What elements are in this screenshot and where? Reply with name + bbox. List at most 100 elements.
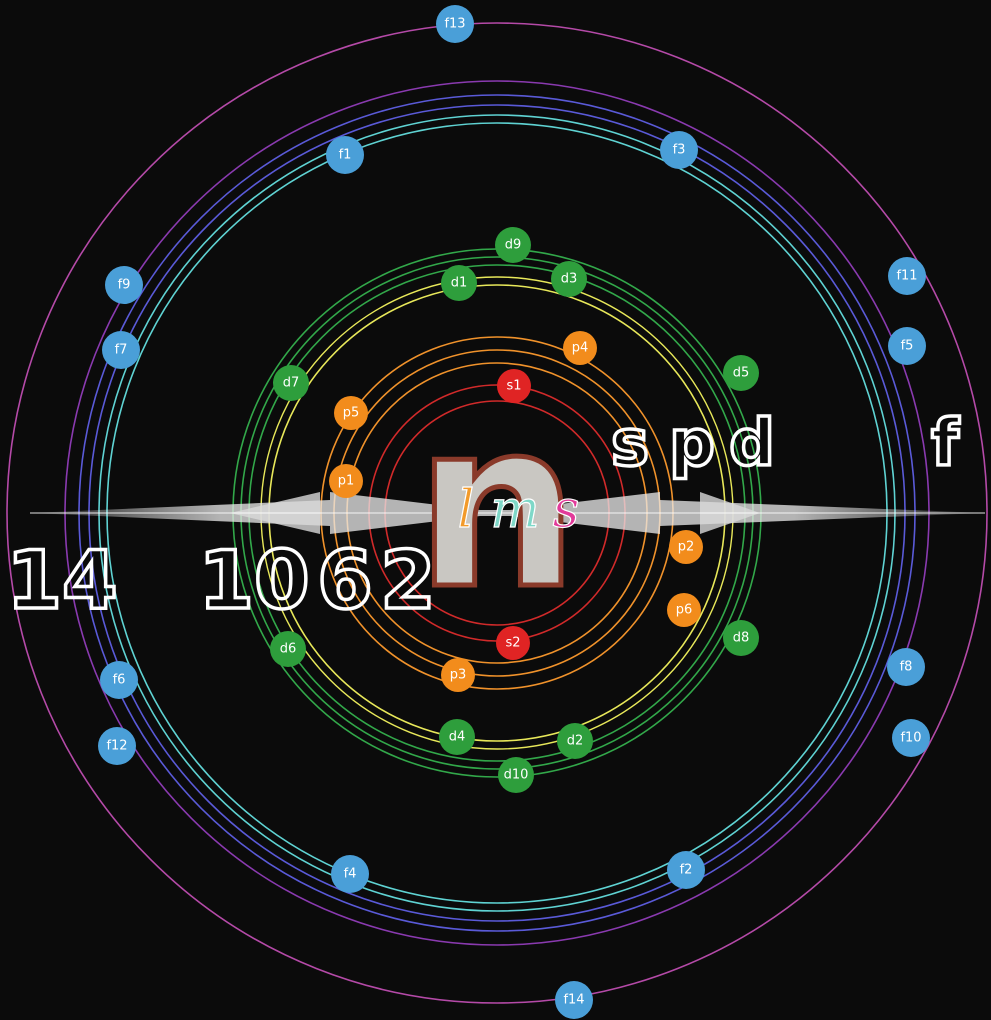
electron-label: f12 (106, 739, 127, 754)
electron-label: f9 (118, 278, 131, 293)
electron-dot (270, 631, 306, 667)
electron-f6: f6 (100, 661, 138, 699)
electron-label: f4 (344, 867, 357, 882)
electron-d3: d3 (551, 261, 587, 297)
electron-label: d9 (505, 238, 522, 253)
electron-label: d8 (733, 631, 750, 646)
electron-label: f5 (901, 339, 914, 354)
electron-dot (441, 658, 475, 692)
electron-label: f3 (673, 143, 686, 158)
electron-dot (334, 396, 368, 430)
electron-dot (887, 648, 925, 686)
electron-label: d4 (449, 730, 466, 745)
electron-dot (273, 365, 309, 401)
electron-p6: p6 (667, 593, 701, 627)
subshell-label-f: f (931, 407, 960, 481)
electron-label: p2 (678, 540, 695, 555)
electron-d8: d8 (723, 620, 759, 656)
electron-s1: s1 (497, 369, 531, 403)
electron-dot (498, 757, 534, 793)
electron-dot (669, 530, 703, 564)
electron-label: p6 (676, 603, 693, 618)
electron-dot (563, 331, 597, 365)
electron-dot (326, 136, 364, 174)
electron-dot (723, 355, 759, 391)
electron-f12: f12 (98, 727, 136, 765)
subshell-label-d: d (729, 407, 775, 481)
subshell-label-p: p (669, 407, 715, 481)
electron-label: f8 (900, 660, 913, 675)
electron-label: d5 (733, 366, 750, 381)
electron-p3: p3 (441, 658, 475, 692)
electron-label: p3 (450, 668, 467, 683)
electron-d10: d10 (498, 757, 534, 793)
electron-f8: f8 (887, 648, 925, 686)
capacity-label-d: 10 (198, 534, 309, 627)
electron-d6: d6 (270, 631, 306, 667)
electron-f9: f9 (105, 266, 143, 304)
electron-dot (331, 855, 369, 893)
electron-f4: f4 (331, 855, 369, 893)
electron-dot (98, 727, 136, 765)
electron-dot (102, 331, 140, 369)
f-orbit-magenta (6, 22, 988, 1004)
electron-dot (888, 257, 926, 295)
electron-d5: d5 (723, 355, 759, 391)
electron-p4: p4 (563, 331, 597, 365)
electron-dot (667, 851, 705, 889)
subshell-label-s: s (611, 407, 649, 481)
center-beam (30, 492, 985, 534)
electron-f14: f14 (555, 981, 593, 1019)
electron-dot (436, 5, 474, 43)
electron-f2: f2 (667, 851, 705, 889)
electron-dot (439, 719, 475, 755)
electron-label: f11 (896, 269, 917, 284)
electron-p2: p2 (669, 530, 703, 564)
electron-dot (441, 265, 477, 301)
electron-label: d1 (451, 276, 468, 291)
electron-f10: f10 (892, 719, 930, 757)
electron-label: p5 (343, 406, 360, 421)
electron-label: f14 (563, 993, 584, 1008)
electron-s2: s2 (496, 626, 530, 660)
quantum-m: m (490, 480, 539, 540)
quantum-s: s (553, 480, 580, 540)
electron-label: p4 (572, 341, 589, 356)
electron-label: f13 (444, 17, 465, 32)
electron-label: s1 (506, 379, 521, 394)
electron-dot (496, 626, 530, 660)
electron-dot (551, 261, 587, 297)
electron-label: f6 (113, 673, 126, 688)
electron-dot (667, 593, 701, 627)
electron-f5: f5 (888, 327, 926, 365)
electron-f11: f11 (888, 257, 926, 295)
electron-dot (723, 620, 759, 656)
electron-f7: f7 (102, 331, 140, 369)
quantum-l: l (458, 480, 475, 540)
electron-dot (888, 327, 926, 365)
electron-dot (100, 661, 138, 699)
electron-d2: d2 (557, 723, 593, 759)
electron-d9: d9 (495, 227, 531, 263)
electron-dot (557, 723, 593, 759)
electron-d4: d4 (439, 719, 475, 755)
electron-label: f10 (900, 731, 921, 746)
electron-f1: f1 (326, 136, 364, 174)
electron-label: p1 (338, 474, 355, 489)
electron-label: f2 (680, 863, 693, 878)
electron-f3: f3 (660, 131, 698, 169)
electron-dot (892, 719, 930, 757)
electron-dot (660, 131, 698, 169)
electron-label: d10 (504, 768, 529, 783)
electron-dot (105, 266, 143, 304)
electron-dot (497, 369, 531, 403)
electron-dot (555, 981, 593, 1019)
electron-label: s2 (505, 636, 520, 651)
capacity-label-f: 14 (6, 534, 117, 627)
electron-label: d6 (280, 642, 297, 657)
capacity-label-s: 2 (380, 534, 436, 627)
electron-dot (329, 464, 363, 498)
electron-p5: p5 (334, 396, 368, 430)
capacity-label-p: 6 (317, 534, 373, 627)
